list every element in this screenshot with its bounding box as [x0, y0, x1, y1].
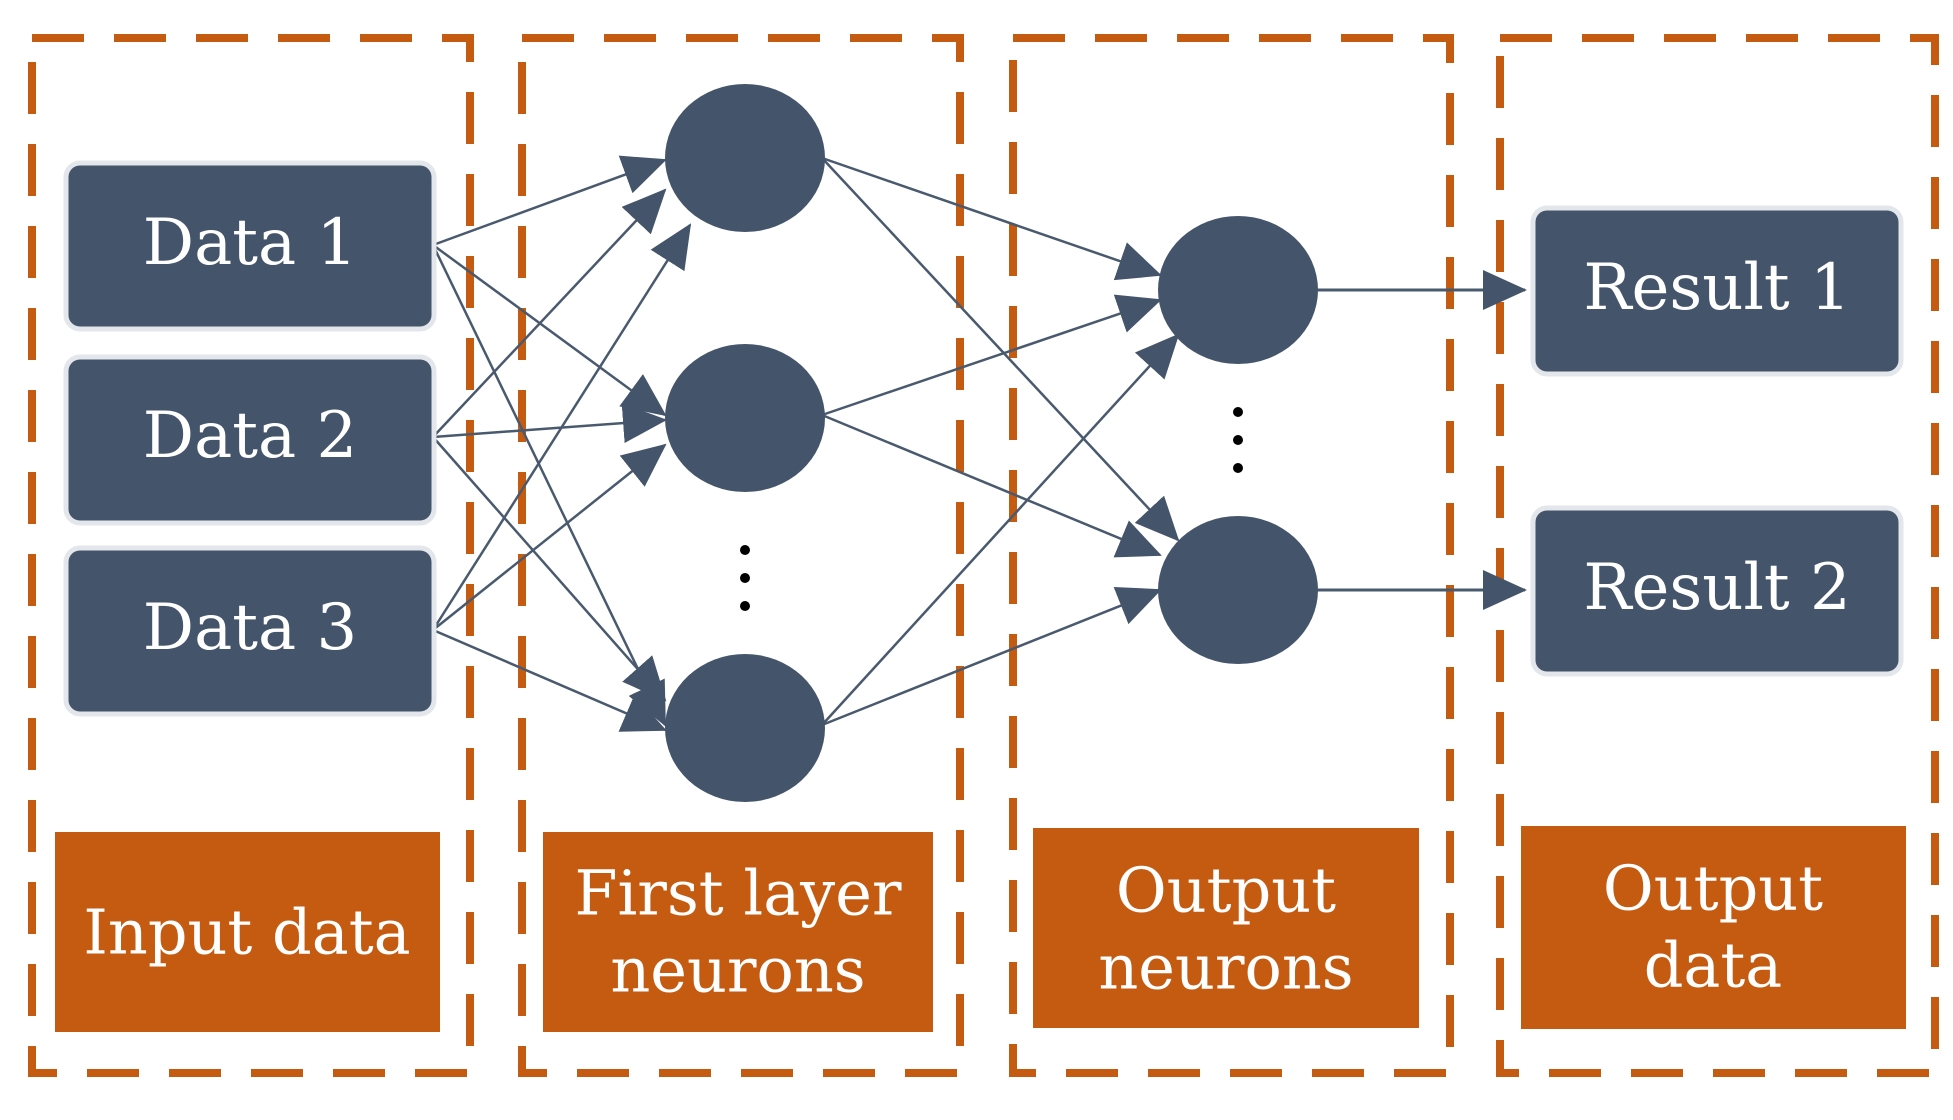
edge-d3-n1 [431, 223, 692, 631]
edge-d2-n3 [432, 436, 667, 702]
edge-d1-n2 [432, 243, 667, 417]
input-box-1: Data 1 [63, 160, 437, 332]
column-label-input-line1: Input data [83, 896, 410, 969]
first-layer-ellipsis [740, 545, 750, 611]
column-frame-input [28, 34, 474, 1077]
edge-n2-o1 [821, 294, 1162, 417]
edge-d3-n2 [432, 443, 667, 631]
column-label-input-data: Input data [55, 832, 440, 1032]
edge-d2-n2 [432, 403, 667, 444]
edge-n3-o2 [821, 587, 1162, 727]
input-to-hidden-connections [431, 155, 692, 732]
first-layer-neuron-3 [665, 654, 825, 802]
edge-d1-n3 [431, 244, 667, 727]
result-label-2: Result 2 [1583, 551, 1850, 625]
column-label-output-data-line2: data [1644, 929, 1783, 1002]
input-label-3: Data 3 [143, 591, 357, 665]
result-box-2: Result 2 [1530, 505, 1904, 677]
output-neuron-1 [1158, 216, 1318, 364]
edge-d2-n1 [432, 188, 667, 438]
column-label-output-neurons-line2: neurons [1098, 931, 1353, 1004]
column-label-first-layer-line1: First layer [574, 857, 901, 930]
column-frame-output-data [1496, 34, 1939, 1077]
column-label-output-data-line1: Output [1603, 852, 1823, 925]
column-label-first-layer-line2: neurons [610, 934, 865, 1007]
hidden-to-output-connections [821, 156, 1180, 727]
column-frame-output-neurons [1009, 34, 1454, 1077]
input-box-2: Data 2 [63, 354, 437, 526]
edge-n3-o1 [821, 333, 1180, 726]
column-label-output-neurons-line1: Output [1116, 854, 1336, 927]
column-frame-first-layer [518, 34, 964, 1077]
result-box-1: Result 1 [1530, 205, 1904, 377]
edge-n1-o1 [821, 156, 1162, 281]
column-label-output-data: Output data [1521, 826, 1906, 1029]
input-box-3: Data 3 [63, 545, 437, 717]
edge-n1-o2 [821, 157, 1180, 542]
column-label-first-layer: First layer neurons [543, 832, 933, 1032]
first-layer-neuron-1 [665, 84, 825, 232]
edge-d3-n3 [432, 628, 667, 732]
edge-d1-n1 [432, 155, 667, 247]
column-label-output-neurons: Output neurons [1033, 828, 1419, 1028]
output-neuron-2 [1158, 516, 1318, 664]
input-label-2: Data 2 [143, 399, 357, 473]
first-layer-neuron-2 [665, 344, 825, 492]
result-label-1: Result 1 [1583, 251, 1850, 325]
edge-n2-o2 [821, 413, 1162, 558]
input-label-1: Data 1 [143, 206, 357, 280]
output-neuron-ellipsis [1233, 407, 1243, 473]
